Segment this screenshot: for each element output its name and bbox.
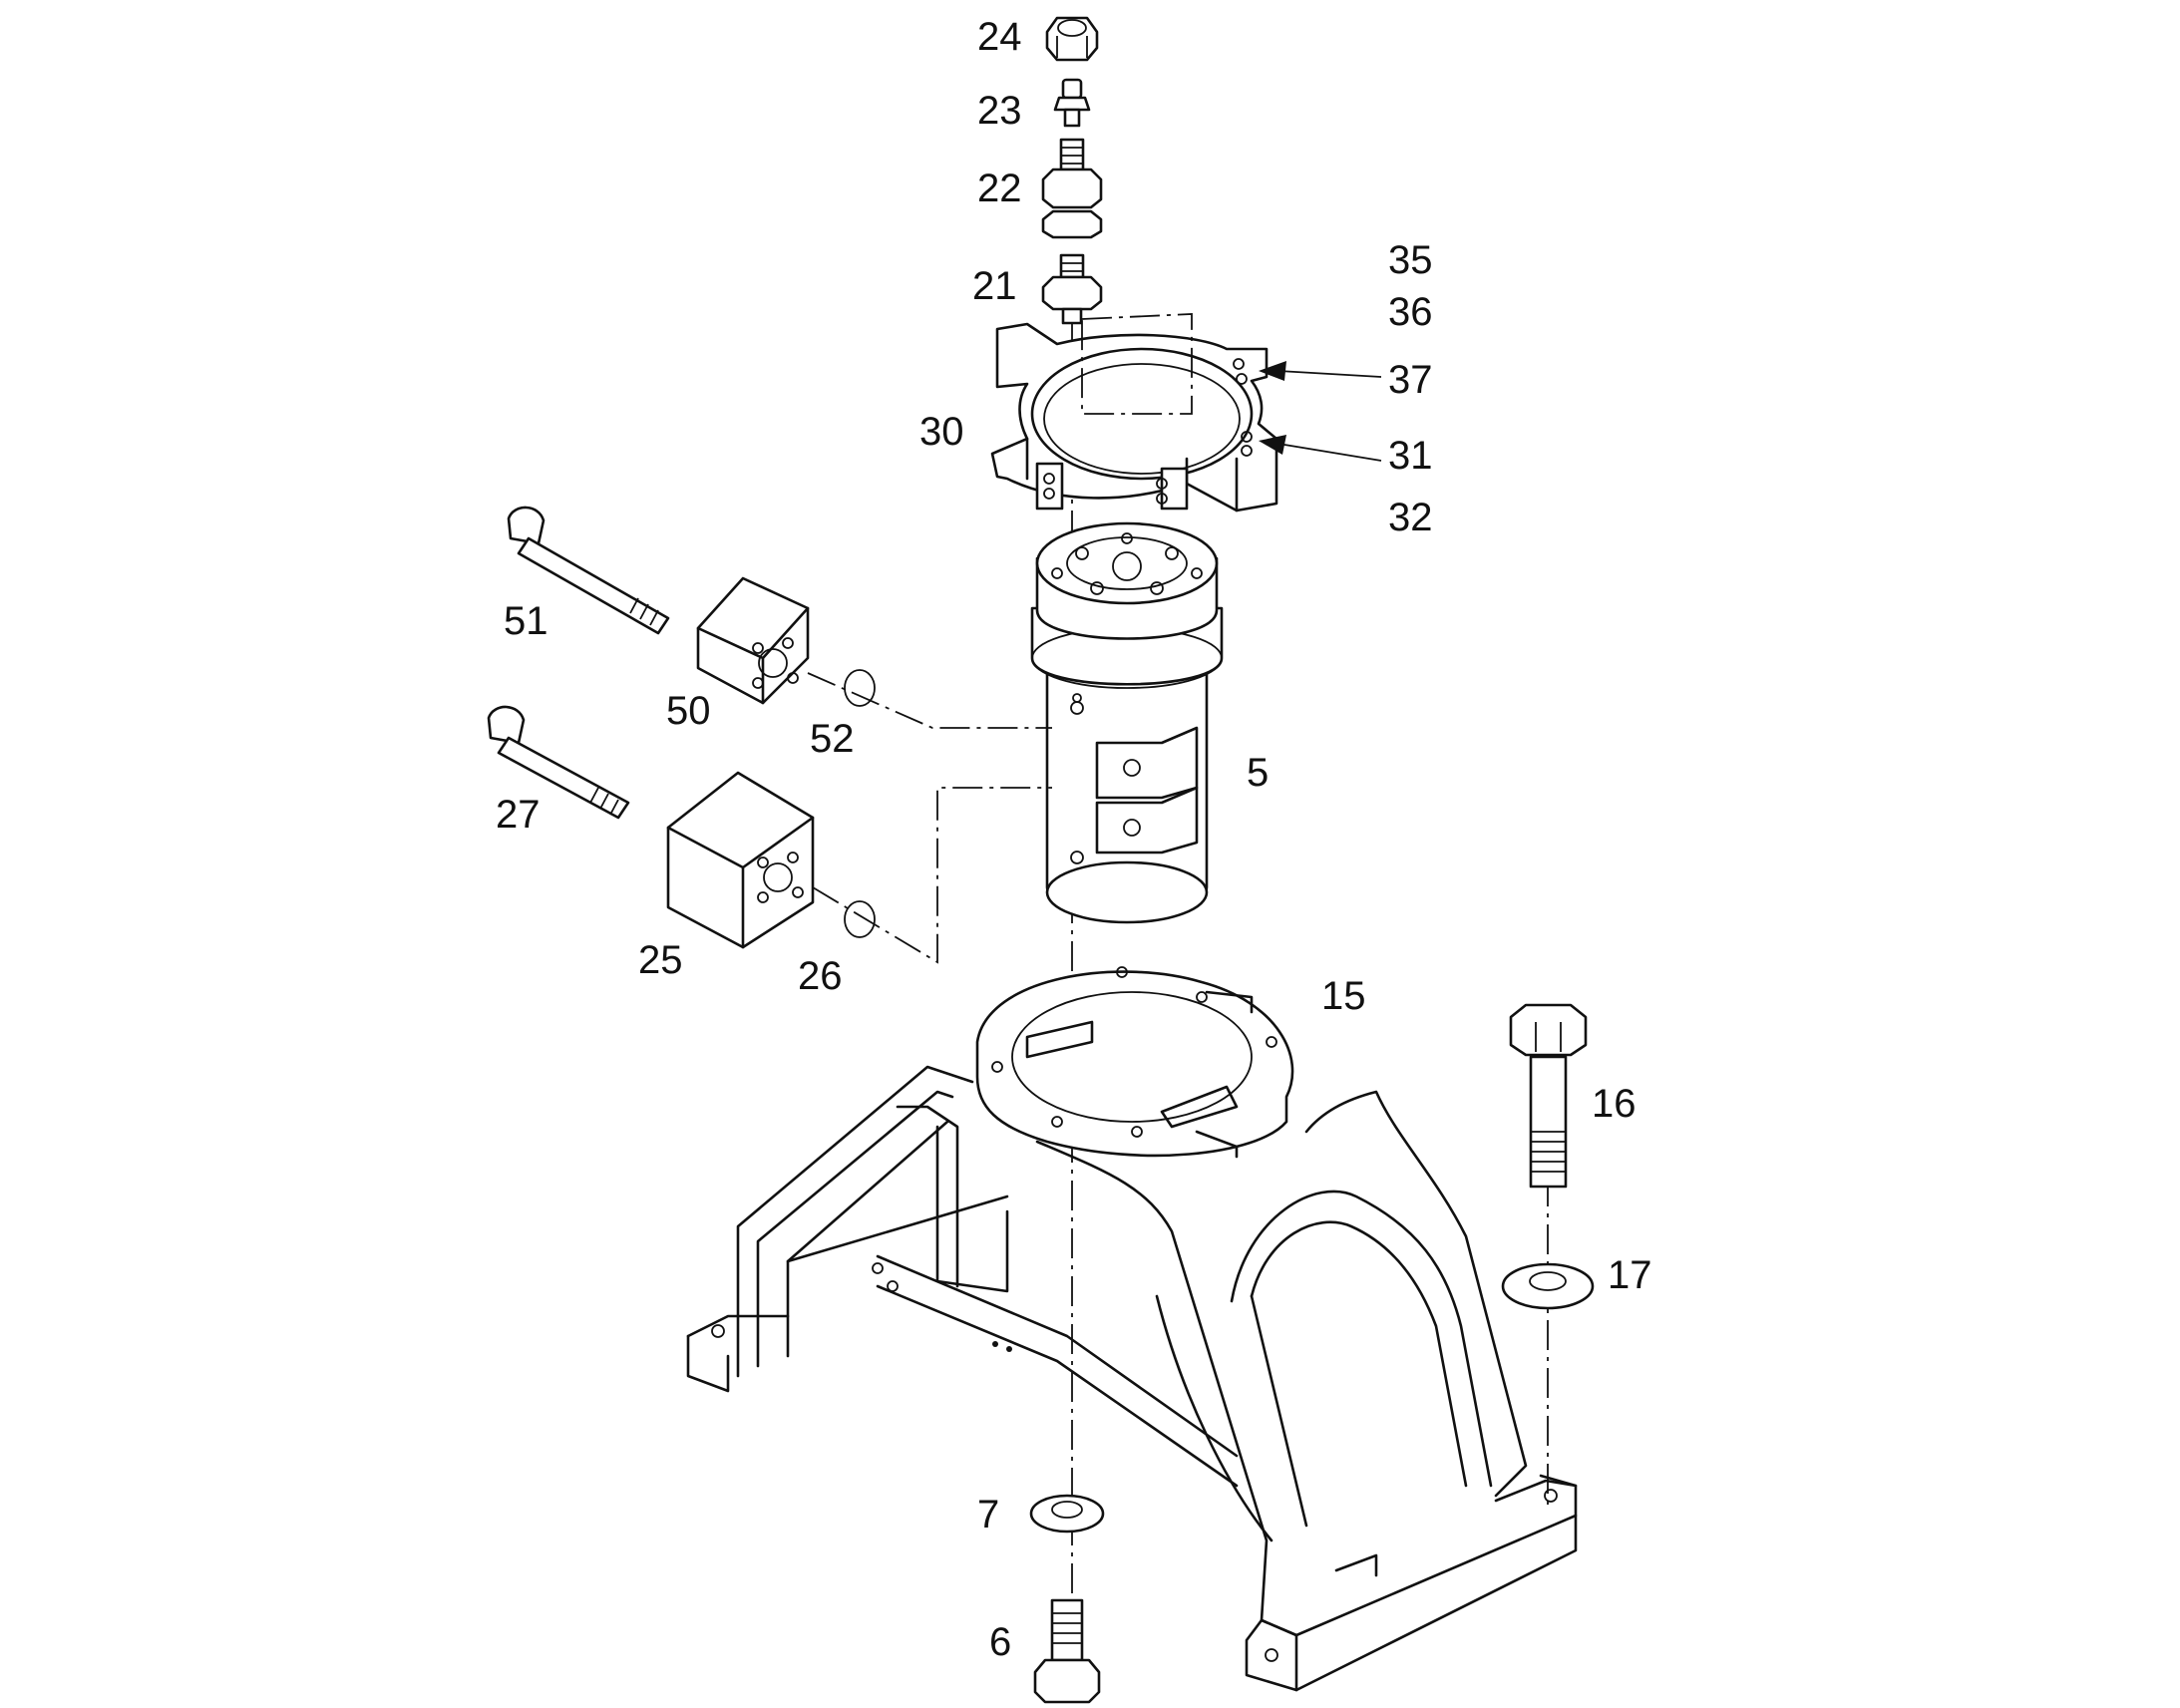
callout-17: 17 [1608, 1253, 1652, 1297]
callout-23: 23 [977, 89, 1022, 133]
washer-17-part [1501, 1262, 1595, 1310]
port-line-upper [807, 672, 1052, 729]
callout-15: 15 [1321, 974, 1366, 1018]
adapter-part [1041, 138, 1103, 239]
nut-part [1045, 16, 1099, 62]
callout-51: 51 [504, 599, 548, 643]
mounting-ring-part [975, 966, 1294, 1158]
flange-block-25-part [666, 771, 815, 949]
callout-32: 32 [1388, 496, 1433, 539]
callout-labels: 24 23 22 21 35 36 37 30 31 32 51 50 52 5… [496, 15, 1652, 1664]
callout-24: 24 [977, 15, 1022, 59]
callout-35: 35 [1388, 238, 1433, 282]
flange-block-50-part [696, 576, 810, 705]
port-line-lower [812, 787, 1052, 964]
callout-16: 16 [1592, 1082, 1636, 1126]
callout-22: 22 [977, 167, 1022, 210]
callout-25: 25 [638, 938, 683, 982]
bolt-27-part [487, 705, 630, 820]
bolt-6-part [1033, 1598, 1101, 1704]
bolt-51-part [507, 506, 670, 635]
callout-50: 50 [666, 689, 711, 733]
oring-26-part [844, 900, 876, 938]
oring-52-part [844, 669, 876, 707]
callout-6: 6 [989, 1620, 1011, 1664]
callout-21: 21 [972, 264, 1017, 308]
callout-52: 52 [810, 717, 855, 761]
callout-37: 37 [1388, 358, 1433, 402]
nipple-part [1053, 78, 1091, 128]
callout-26: 26 [798, 954, 843, 998]
callout-36: 36 [1388, 290, 1433, 334]
leader-arrows [1259, 361, 1382, 462]
rotary-motor-part [1030, 521, 1224, 924]
union-part [1041, 253, 1103, 325]
callout-27: 27 [496, 793, 541, 837]
callout-5: 5 [1247, 751, 1269, 795]
washer-7-part [1029, 1494, 1105, 1534]
clamp-ring-part [990, 313, 1278, 512]
base-frame-part [686, 1065, 1578, 1692]
callout-31: 31 [1388, 434, 1433, 478]
bolt-16-part [1509, 1003, 1588, 1189]
callout-7: 7 [977, 1493, 999, 1537]
callout-30: 30 [919, 410, 964, 454]
